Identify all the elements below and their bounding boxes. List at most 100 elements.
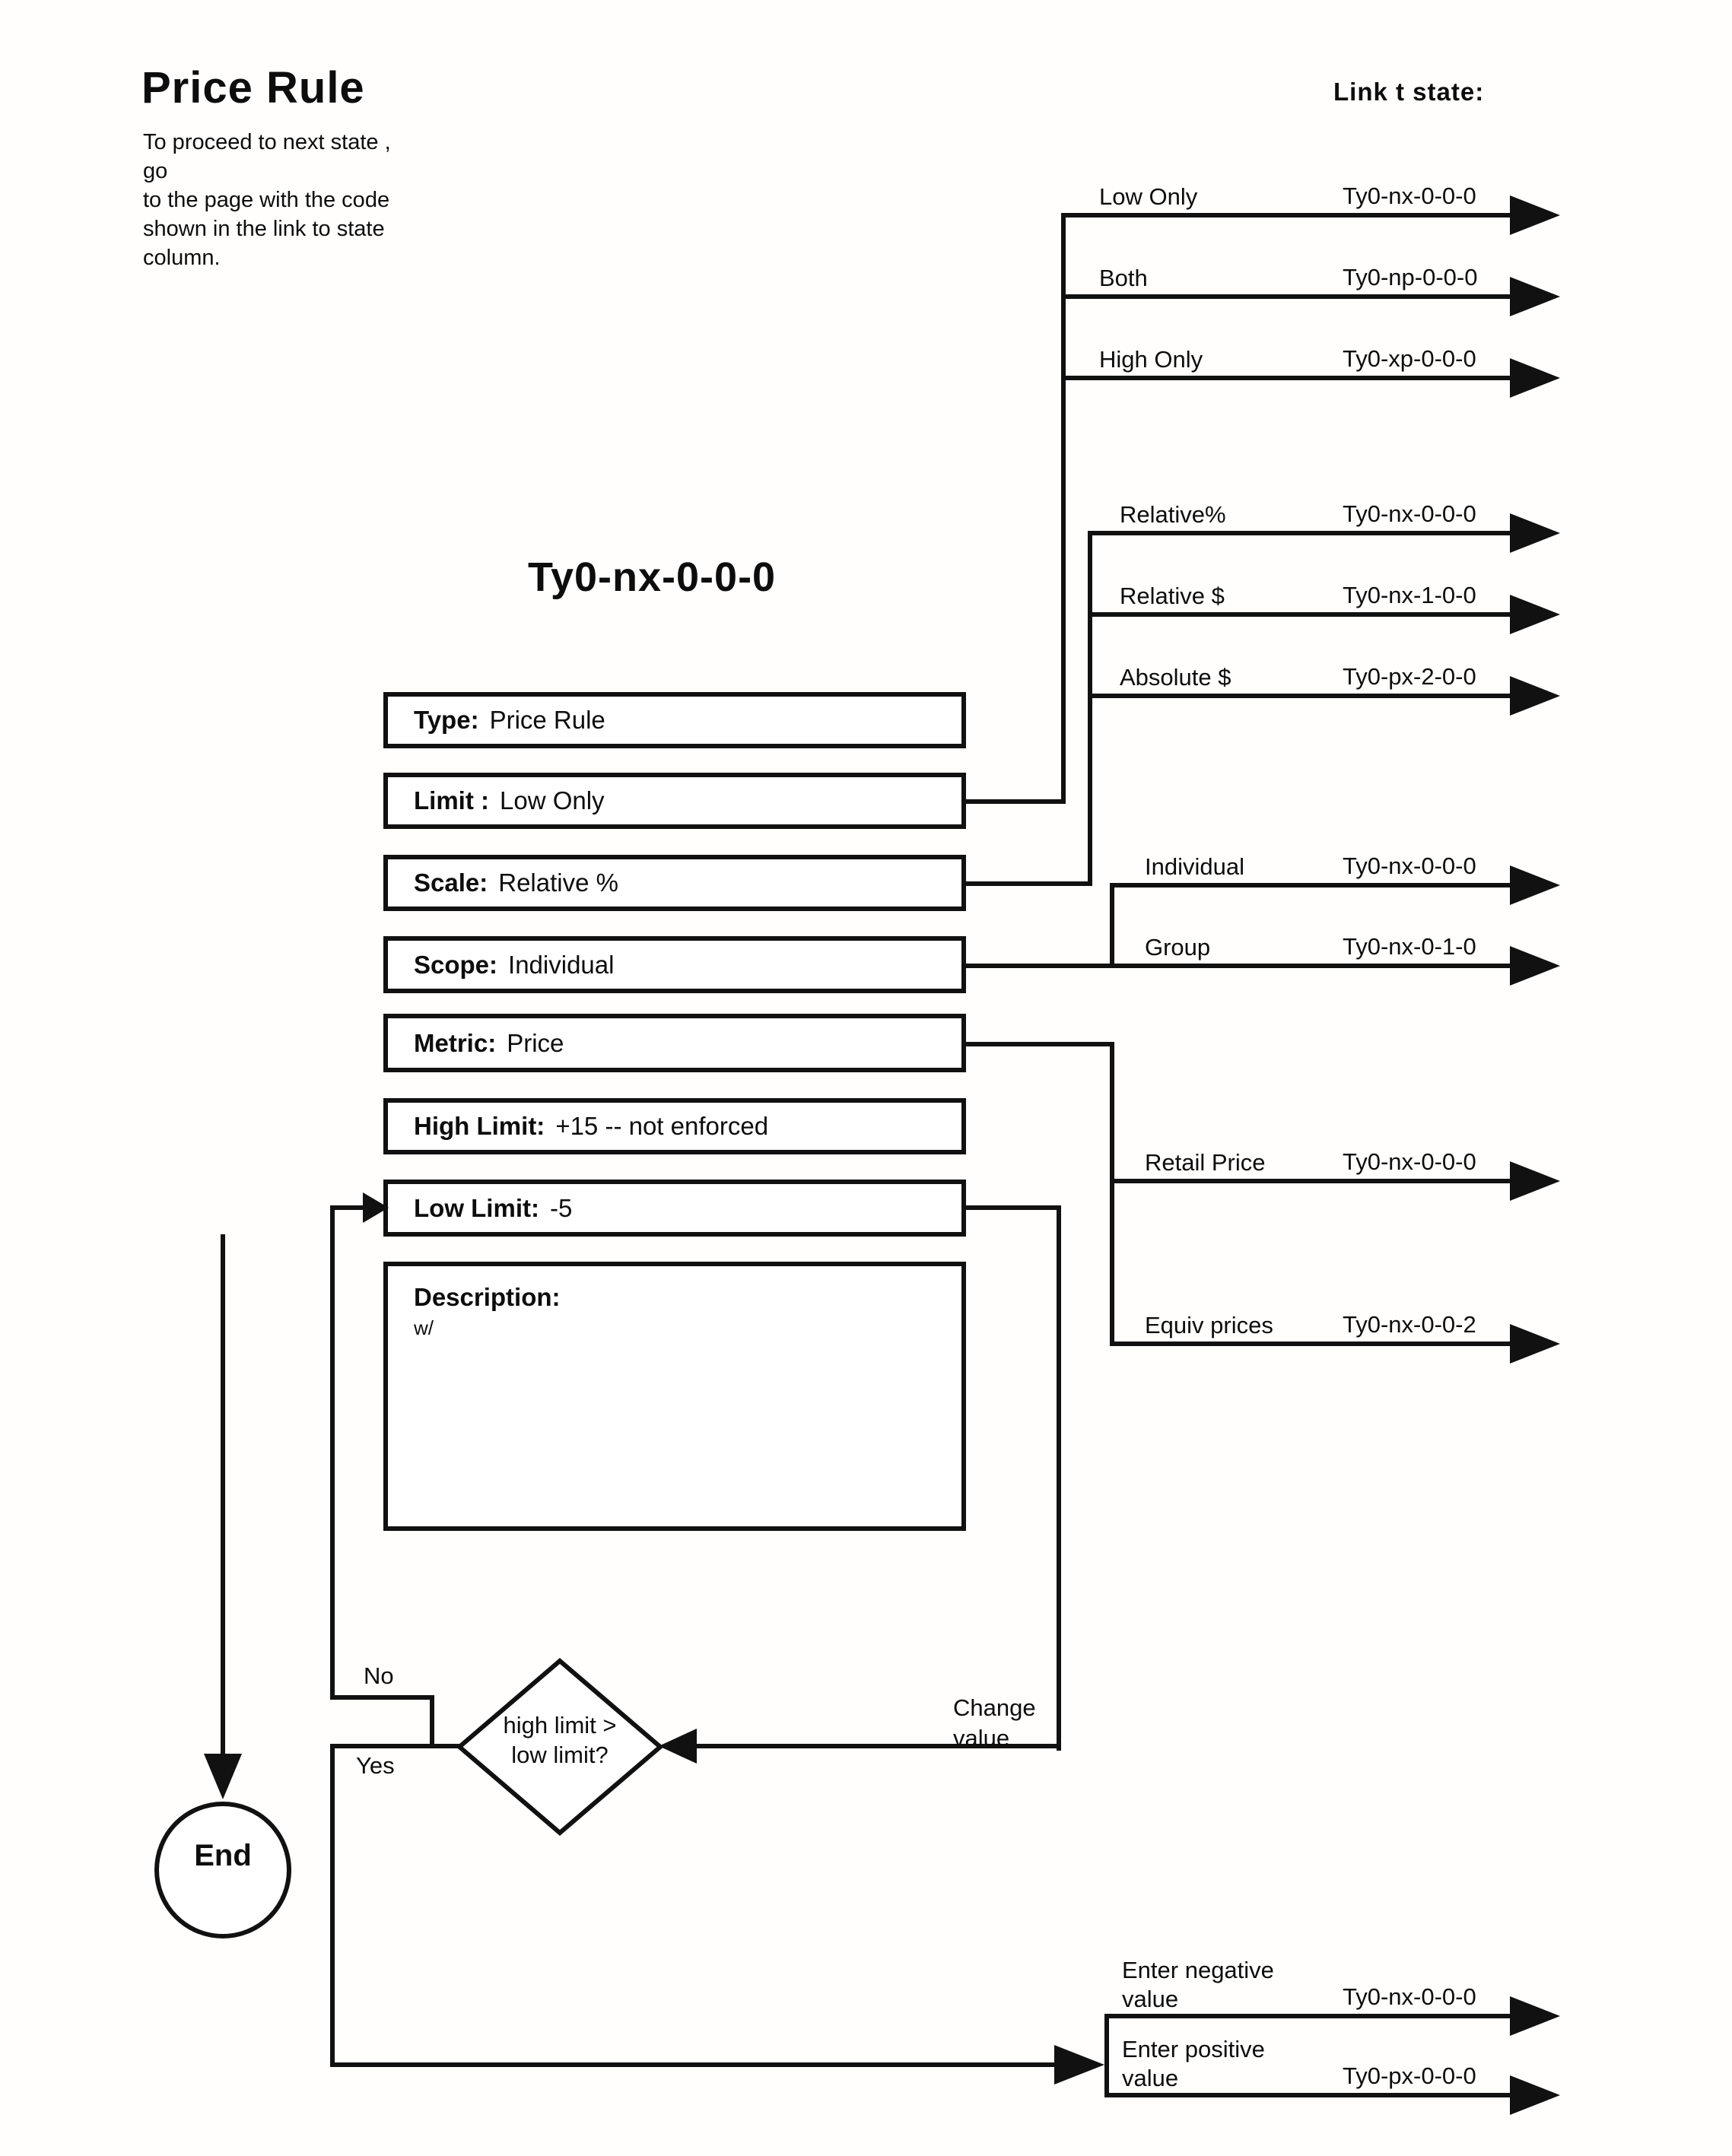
arrow-right-icon: [1510, 277, 1560, 316]
link-arrow-line: [1090, 612, 1510, 617]
arrow-left-icon: [659, 1729, 697, 1764]
link-arrow-line: [1063, 294, 1510, 299]
field-box-scope: Scope: Individual: [383, 936, 966, 993]
connector-no-horizontal: [330, 1695, 434, 1700]
connector-yes-bottom-horizontal: [330, 2062, 1054, 2067]
link-state-code: Ty0-xp-0-0-0: [1343, 345, 1476, 372]
field-label: Description:: [414, 1283, 561, 1311]
link-state-code: Ty0-nx-0-0-0: [1343, 183, 1476, 209]
arrow-right-icon: [1510, 2075, 1560, 2115]
connector-low-limit-stub: [965, 1205, 1061, 1210]
yes-branch-label: Yes: [356, 1752, 395, 1779]
link-state-label: Equiv prices: [1145, 1312, 1273, 1338]
field-box-low-limit: Low Limit: -5: [383, 1180, 966, 1237]
field-label: Scope:: [414, 950, 498, 979]
link-state-label: Retail Price: [1145, 1149, 1266, 1176]
link-arrow-line: [1063, 376, 1510, 380]
change-value-label: Change value: [953, 1694, 1036, 1751]
no-branch-label: No: [364, 1662, 394, 1689]
connector-change-value-vertical: [1057, 1205, 1061, 1751]
field-box-scale: Scale: Relative %: [383, 855, 966, 911]
field-value: -5: [549, 1193, 573, 1222]
link-state-code: Ty0-nx-1-0-0: [1343, 582, 1476, 608]
field-box-description: Description: w/: [383, 1262, 966, 1531]
field-label: Scale:: [414, 868, 488, 897]
decision-question: high limit > low limit?: [503, 1712, 617, 1768]
connector-enter-bracket-vertical: [1104, 2014, 1109, 2097]
arrow-right-icon: [1510, 946, 1560, 986]
link-state-label: Enter negative value: [1122, 1957, 1274, 2012]
state-code-title: Ty0-nx-0-0-0: [528, 554, 777, 600]
end-terminator: End: [154, 1802, 291, 1938]
connector-limit-stub: [965, 799, 1063, 804]
link-arrow-line: [1112, 883, 1510, 887]
link-state-code: Ty0-nx-0-0-2: [1343, 1311, 1476, 1338]
arrow-right-icon: [1510, 1324, 1560, 1364]
link-state-code: Ty0-nx-0-0-0: [1343, 853, 1476, 879]
connector-no-vertical: [430, 1695, 434, 1748]
link-state-code: Ty0-nx-0-0-0: [1343, 500, 1476, 527]
decision-diamond: [456, 1658, 664, 1836]
arrow-right-icon: [1054, 2045, 1104, 2085]
connector-yes-horizontal: [330, 1744, 464, 1748]
field-label: Limit :: [414, 786, 489, 814]
link-state-label: High Only: [1099, 346, 1203, 373]
field-value: Relative %: [498, 868, 618, 897]
link-arrow-line: [1090, 694, 1510, 698]
arrow-right-icon: [1510, 865, 1560, 905]
link-state-code: Ty0-nx-0-1-0: [1343, 933, 1476, 960]
link-arrow-line: [1090, 531, 1510, 535]
link-state-code: Ty0-nx-0-0-0: [1343, 1983, 1476, 2010]
field-value: +15 -- not enforced: [555, 1112, 769, 1140]
connector-scale-branch-vertical: [1088, 531, 1092, 886]
field-label: Metric:: [414, 1028, 497, 1057]
field-value: w/: [414, 1316, 434, 1339]
link-state-label: Both: [1099, 265, 1148, 291]
link-arrow-line: [1112, 1179, 1510, 1183]
connector-metric-branch-vertical: [1110, 1042, 1114, 1346]
field-value: Individual: [508, 950, 615, 979]
arrow-right-icon: [1510, 358, 1560, 398]
arrow-right-icon: [1510, 513, 1560, 553]
connector-end-arrow-vertical: [221, 1234, 225, 1755]
link-arrow-line: [1063, 213, 1510, 218]
end-label: End: [194, 1838, 252, 1872]
link-arrow-line: [1107, 2014, 1510, 2018]
field-value: Low Only: [499, 786, 605, 814]
arrow-right-icon: [1510, 1996, 1560, 2036]
link-state-code: Ty0-nx-0-0-0: [1343, 1148, 1476, 1175]
arrow-right-icon: [1510, 595, 1560, 634]
link-state-label: Relative $: [1120, 583, 1225, 609]
link-state-label: Absolute $: [1120, 664, 1231, 691]
connector-no-loop-top: [332, 1205, 367, 1210]
link-state-label: Group: [1145, 934, 1211, 961]
connector-no-loop-vertical: [330, 1205, 335, 1700]
field-box-high-limit: High Limit: +15 -- not enforced: [383, 1098, 966, 1154]
connector-scale-stub: [965, 881, 1092, 886]
arrow-down-icon: [204, 1754, 242, 1799]
connector-change-value-horizontal: [691, 1744, 1059, 1748]
link-state-label: Individual: [1145, 853, 1244, 880]
arrow-right-icon: [1510, 195, 1560, 235]
connector-limit-branch-vertical: [1061, 213, 1066, 804]
field-label: Low Limit:: [414, 1193, 539, 1222]
connector-metric-stub: [965, 1042, 1114, 1046]
link-state-label: Enter positive value: [1122, 2036, 1265, 2091]
arrow-right-icon: [1510, 676, 1560, 716]
link-state-code: Ty0-np-0-0-0: [1343, 264, 1478, 291]
link-arrow-line: [965, 964, 1510, 968]
arrow-right-icon: [363, 1192, 389, 1223]
field-box-type: Type: Price Rule: [383, 692, 966, 748]
page-title: Price Rule: [141, 63, 365, 113]
arrow-right-icon: [1510, 1161, 1560, 1201]
intro-text: To proceed to next state , go to the pag…: [143, 130, 391, 270]
field-label: Type:: [414, 706, 479, 734]
field-label: High Limit:: [414, 1112, 545, 1140]
field-box-limit: Limit : Low Only: [383, 773, 966, 829]
connector-yes-vertical: [330, 1744, 335, 2067]
link-state-label: Low Only: [1099, 183, 1198, 210]
link-state-label: Relative%: [1120, 501, 1226, 528]
link-state-code: Ty0-px-2-0-0: [1343, 663, 1476, 690]
field-box-metric: Metric: Price: [383, 1014, 966, 1072]
